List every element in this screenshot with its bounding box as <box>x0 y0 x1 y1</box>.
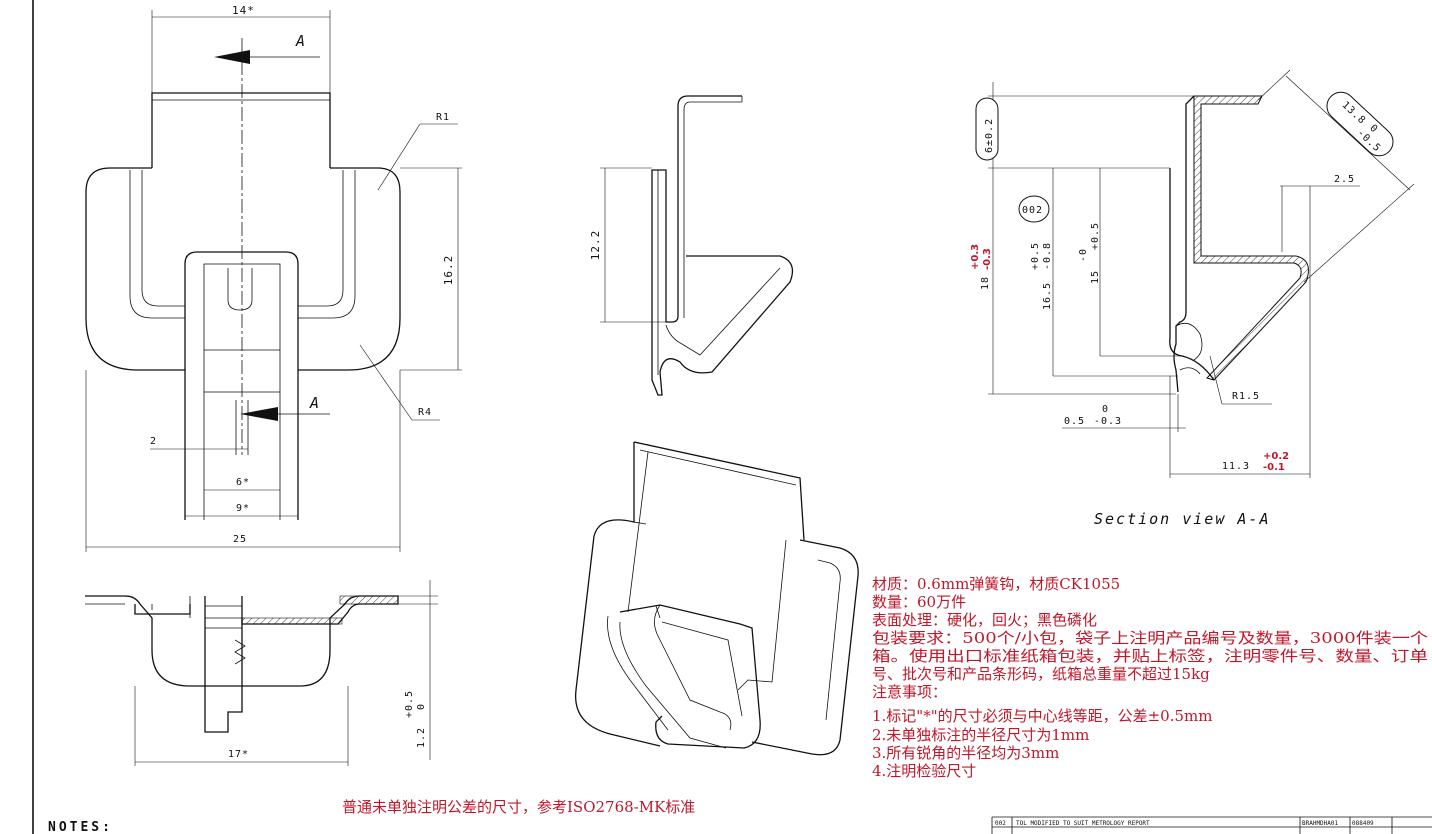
revision-table: 002 TOL MODIFIED TO SUIT METROLOGY REPOR… <box>991 816 1432 834</box>
section-view: 6±0.2 002 18 +0.3 -0.3 16.5 +0.5 -0.8 15… <box>970 69 1415 528</box>
note-line-8: 1.标记"*"的尺寸必须与中心线等距，公差±0.5mm <box>872 707 1212 725</box>
chinese-notes: 材质：0.6mm弹簧钩，材质CK1055 数量：60万件 表面处理：硬化，回火；… <box>872 575 1428 780</box>
radius-r4: R4 <box>418 407 432 418</box>
note-line-9: 2.未单独标注的半径尺寸为1mm <box>872 726 1089 744</box>
dim-top-height: 6±0.2 <box>984 118 995 153</box>
dim-inner-16-tol-upper: +0.5 <box>1030 242 1041 270</box>
note-line-4: 包装要求：500个/小包，袋子上注明产品编号及数量，3000件装一个 <box>872 629 1428 647</box>
rev-by: BRAHMDHA01 <box>1302 820 1339 827</box>
note-line-3: 表面处理：硬化，回火；黑色磷化 <box>872 611 1097 629</box>
dim-inner-16: 16.5 <box>1042 282 1053 310</box>
dim-slot-inner: 6* <box>236 477 250 488</box>
dim-thickness: 1.2 <box>416 727 427 748</box>
note-line-6: 号、批次号和产品条形码，纸箱总重量不超过15kg <box>872 665 1210 683</box>
dim-section-width-tol-upper: +0.2 <box>1263 451 1289 462</box>
dim-bottom-offset-tol-lower: -0.3 <box>1094 416 1122 427</box>
dim-slot-outer: 9* <box>236 503 250 514</box>
dim-thickness-tol-upper: +0.5 <box>404 690 415 718</box>
note-line-5: 箱。使用出口标准纸箱包装，并贴上标签，注明零件号、数量、订单 <box>872 647 1428 665</box>
note-line-1: 材质：0.6mm弹簧钩，材质CK1055 <box>872 575 1120 593</box>
rev-date: 088409 <box>1352 820 1374 827</box>
top-view: A A 14* 16.2 R1 R4 2 6* 9* 25 <box>85 4 462 552</box>
rev-number: 002 <box>995 820 1006 827</box>
section-marker-bottom: A <box>309 394 321 412</box>
dim-right-offset: 2.5 <box>1334 174 1355 185</box>
rev-description: TOL MODIFIED TO SUIT METROLOGY REPORT <box>1016 820 1150 827</box>
note-line-2: 数量：60万件 <box>872 593 966 611</box>
dim-section-width: 11.3 <box>1222 461 1250 472</box>
radius-r1: R1 <box>436 112 450 123</box>
bottom-view: 17* 1.2 +0.5 0 <box>85 580 438 766</box>
isometric-view <box>574 441 859 756</box>
dim-overall-height: 18 <box>980 276 991 290</box>
dim-bottom-width: 17* <box>228 749 249 760</box>
side-view: 12.2 <box>589 95 794 396</box>
tolerance-note: 普通未单独注明公差的尺寸，参考ISO2768-MK标准 <box>342 798 695 816</box>
note-line-10: 3.所有锐角的半径均为3mm <box>872 744 1059 762</box>
dim-thickness-tol-lower: 0 <box>416 703 427 710</box>
notes-label: NOTES: <box>48 820 113 834</box>
dim-inner-16-tol-lower: -0.8 <box>1042 242 1053 270</box>
dim-overall-width: 25 <box>233 534 247 545</box>
dim-overall-tol-upper: +0.3 <box>970 244 981 270</box>
dim-height-right: 16.2 <box>442 255 455 286</box>
dim-width-top: 14* <box>232 4 255 17</box>
section-view-title: Section view A-A <box>1094 510 1271 528</box>
dim-section-width-tol-lower: -0.1 <box>1263 462 1285 473</box>
dim-bottom-offset: 0.5 <box>1064 416 1085 427</box>
dim-side-height: 12.2 <box>589 230 602 261</box>
dim-bottom-offset-tol-upper: 0 <box>1102 404 1109 415</box>
section-marker-top: A <box>295 32 307 50</box>
revision-bubble: 002 <box>1022 205 1043 216</box>
note-line-11: 4.注明检验尺寸 <box>872 762 976 780</box>
dim-overall-tol-lower: -0.3 <box>982 248 993 270</box>
dim-inner-15-tol-upper: +0.5 <box>1090 222 1101 250</box>
radius-r15: R1.5 <box>1232 391 1260 402</box>
dim-inner-15-tol-lower: -0 <box>1078 248 1089 262</box>
note-line-7: 注意事项： <box>872 683 947 701</box>
dim-inner-15: 15 <box>1090 270 1101 284</box>
dim-gap-left: 2 <box>150 436 157 447</box>
